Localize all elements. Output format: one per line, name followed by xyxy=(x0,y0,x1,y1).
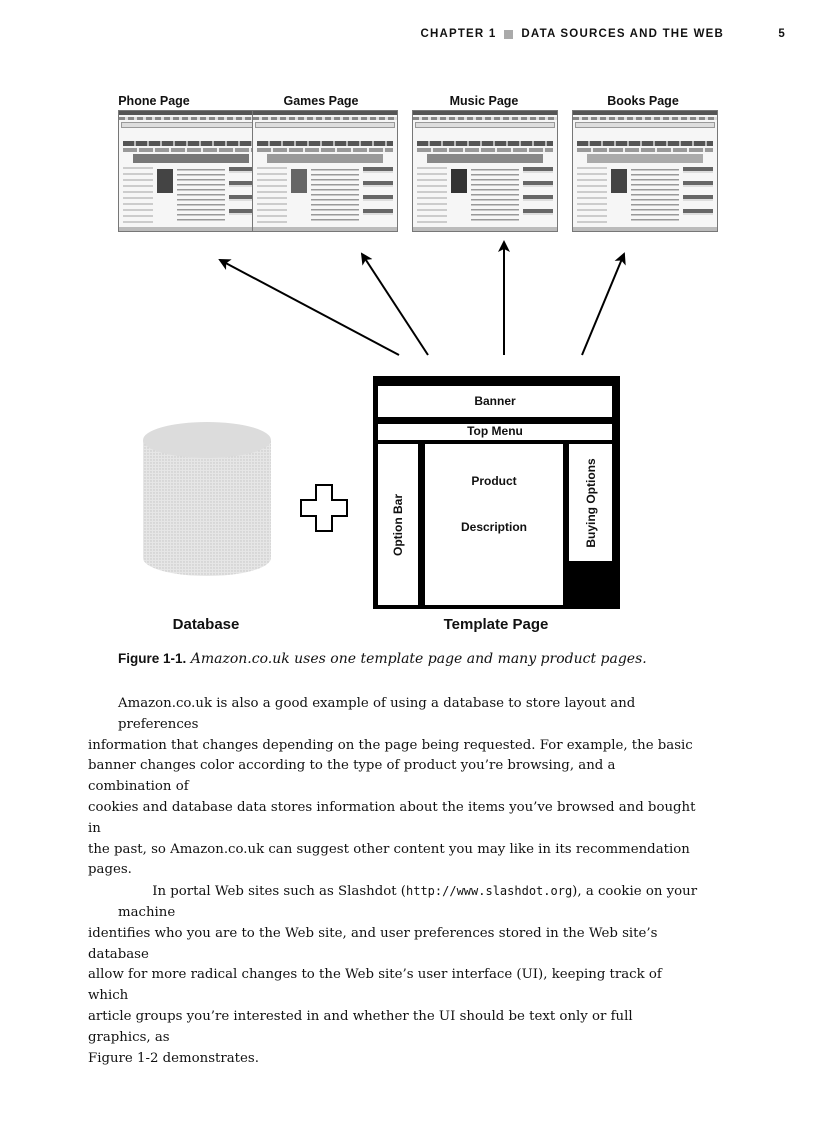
figure-caption: Figure 1-1. Amazon.co.uk uses one templa… xyxy=(118,651,758,667)
paragraph-2: In portal Web sites such as Slashdot (ht… xyxy=(88,881,698,1069)
buying-options-region: Buying Options xyxy=(569,444,612,561)
music-page-screenshot xyxy=(412,110,558,232)
banner-region: Banner xyxy=(378,386,612,417)
plus-icon xyxy=(300,484,348,532)
section-title: DATA SOURCES AND THE WEB xyxy=(521,28,724,40)
separator-square-icon xyxy=(504,29,514,39)
arrow-to-books xyxy=(581,252,626,356)
top-menu-region: Top Menu xyxy=(378,424,612,440)
product-label-line2: Description xyxy=(460,520,527,534)
p1-line: cookies and database data stores informa… xyxy=(88,799,696,836)
buying-options-label: Buying Options xyxy=(583,457,598,548)
option-bar-region: Option Bar xyxy=(378,444,418,605)
p2-line1-start: In portal Web sites such as Slashdot ( xyxy=(152,884,406,900)
thumb-label-music: Music Page xyxy=(449,94,519,108)
paragraph-1: Amazon.co.uk is also a good example of u… xyxy=(88,694,698,881)
chapter-heading: CHAPTER 1 DATA SOURCES AND THE WEB xyxy=(420,28,724,40)
p1-line: the past, so Amazon.co.uk can suggest ot… xyxy=(88,841,690,878)
running-header: CHAPTER 1 DATA SOURCES AND THE WEB 5 xyxy=(0,28,816,44)
template-page-diagram: Banner Top Menu Option Bar Product Descr… xyxy=(373,376,620,609)
p2-line: allow for more radical changes to the We… xyxy=(88,967,662,1004)
p1-line: banner changes color according to the ty… xyxy=(88,758,616,795)
caption-text: Amazon.co.uk uses one template page and … xyxy=(190,651,647,667)
p1-line: information that changes depending on th… xyxy=(88,737,693,753)
slashdot-url: http://www.slashdot.org xyxy=(406,884,573,899)
p2-line: article groups you’re interested in and … xyxy=(88,1008,633,1045)
phone-page-screenshot xyxy=(118,110,264,232)
thumb-label-books: Books Page xyxy=(607,94,679,108)
page-number: 5 xyxy=(778,28,786,40)
p1-line: Amazon.co.uk is also a good example of u… xyxy=(118,696,636,732)
product-description-region: Product Description xyxy=(425,444,563,605)
template-page-label: Template Page xyxy=(443,616,549,633)
chapter-label: CHAPTER 1 xyxy=(420,28,497,40)
books-page-screenshot xyxy=(572,110,718,232)
p2-line: Figure 1-2 demonstrates. xyxy=(88,1050,259,1066)
arrow-to-games xyxy=(360,252,429,356)
thumb-label-phone: Phone Page xyxy=(118,94,190,108)
arrow-to-phone xyxy=(218,259,400,356)
arrows-diagram xyxy=(218,240,626,356)
p2-line1-end: ), a cookie on your machine xyxy=(118,884,698,920)
body-text: Amazon.co.uk is also a good example of u… xyxy=(88,694,698,1069)
product-label-line1: Product xyxy=(471,474,517,488)
thumb-label-games: Games Page xyxy=(283,94,359,108)
games-page-screenshot xyxy=(252,110,398,232)
p2-line: identifies who you are to the Web site, … xyxy=(88,925,658,962)
database-cylinder-icon xyxy=(143,422,271,576)
database-label: Database xyxy=(172,616,240,633)
option-bar-label: Option Bar xyxy=(391,493,405,556)
caption-number: Figure 1-1. xyxy=(118,651,187,666)
p2-line1: In portal Web sites such as Slashdot (ht… xyxy=(118,881,698,924)
